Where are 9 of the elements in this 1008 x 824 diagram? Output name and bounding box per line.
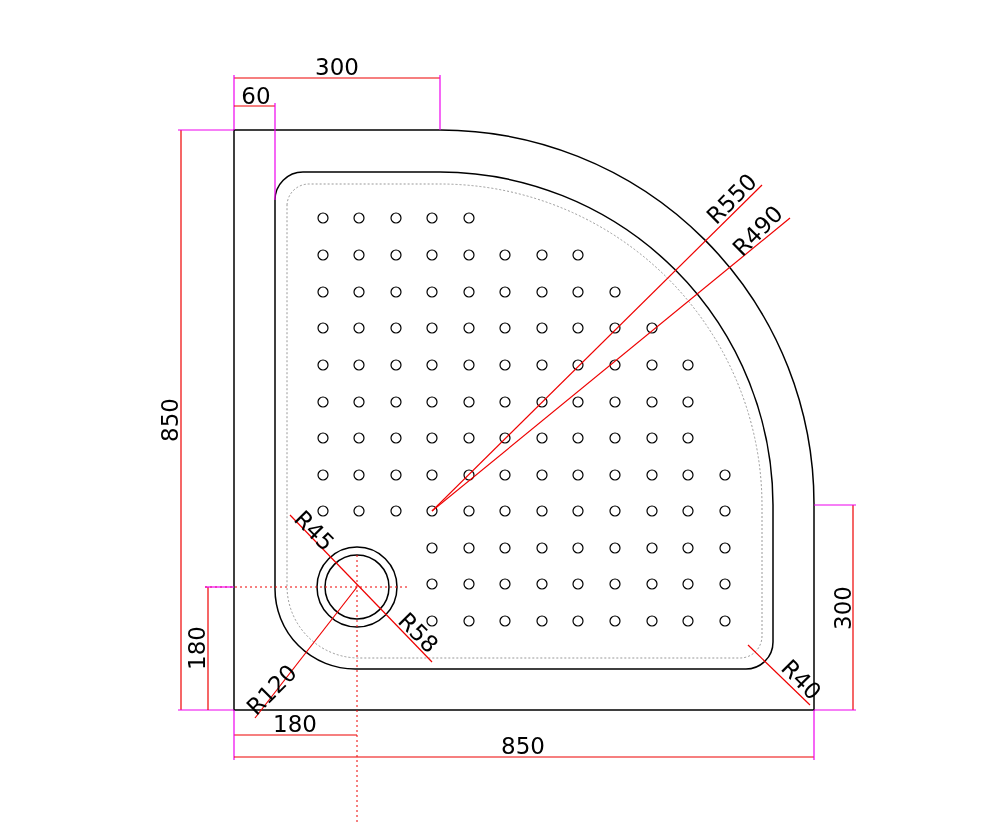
dimension-label: 850 xyxy=(501,734,545,758)
dimension-label: R40 xyxy=(776,655,826,705)
dimension-label: R45 xyxy=(289,506,339,556)
dimension-label: 180 xyxy=(273,712,317,736)
dimension-label: 850 xyxy=(158,398,182,442)
dimension-label: 300 xyxy=(315,55,359,79)
dimension-label: 180 xyxy=(185,626,209,670)
dimension-label: 60 xyxy=(241,84,271,108)
dimension-label: 300 xyxy=(831,586,855,630)
